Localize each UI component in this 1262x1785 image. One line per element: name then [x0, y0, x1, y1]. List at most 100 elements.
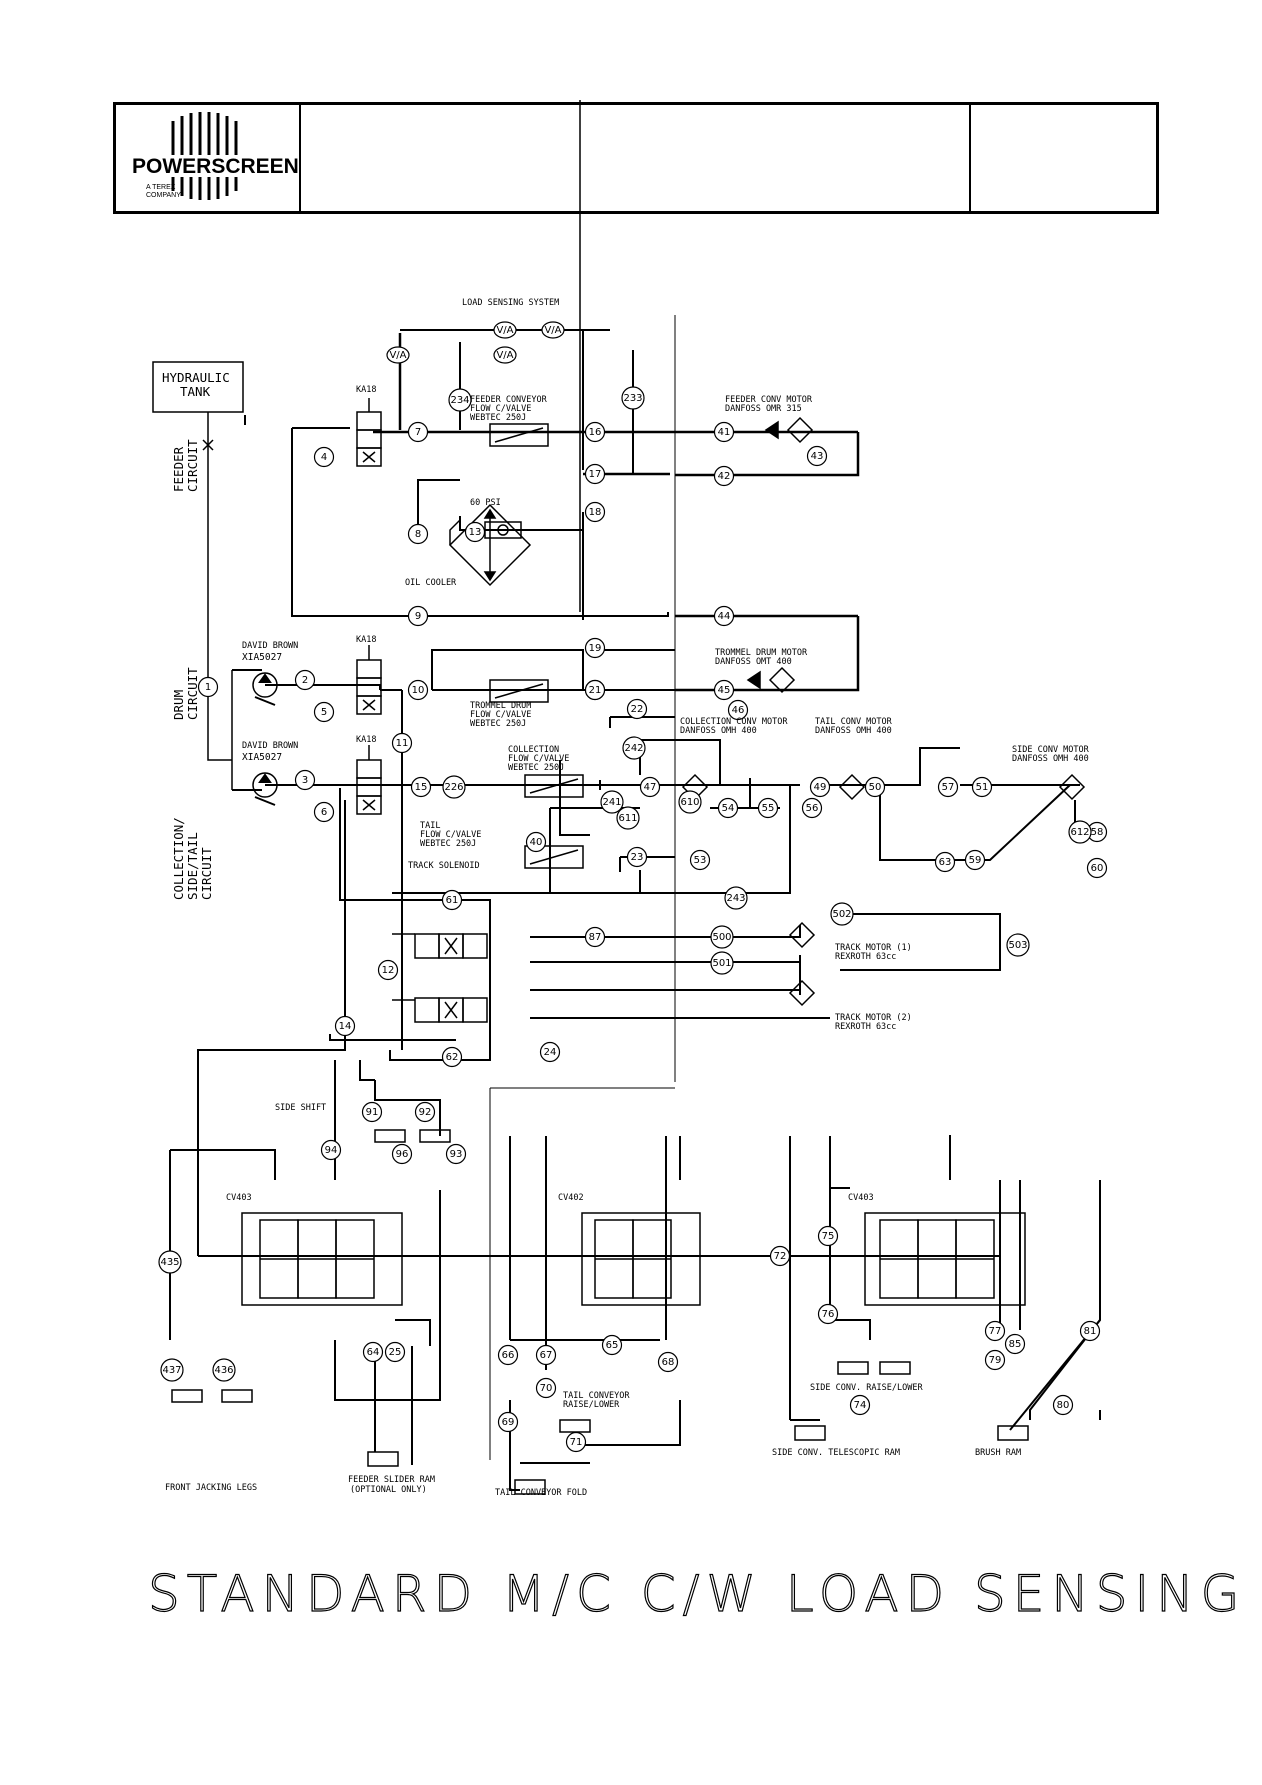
circle-label-94: 94: [325, 1145, 338, 1156]
circle-marker-17: [584, 463, 606, 485]
rams: [171, 1129, 1029, 1495]
ka18-valve-1: [356, 398, 382, 467]
circle-label-44: 44: [718, 611, 731, 622]
circle-label-47: 47: [644, 782, 657, 793]
circle-marker-436: [212, 1358, 236, 1382]
circle-label-81: 81: [1084, 1326, 1097, 1337]
label-feeder-circuit-1: FEEDER: [171, 446, 186, 492]
circle-marker-13: [464, 521, 486, 543]
label-collection-flow-3: WEBTEC 250J: [508, 763, 564, 773]
circle-label-19: 19: [589, 643, 602, 654]
label-tail-motor-1: TAIL CONV MOTOR: [815, 717, 893, 727]
label-collection-circuit-2: SIDE/TAIL: [185, 832, 200, 900]
label-pump2-model: XIA5027: [242, 752, 282, 763]
circle-marker-21: [584, 679, 606, 701]
circle-marker-66: [497, 1344, 519, 1366]
label-60psi: 60 PSI: [470, 498, 501, 508]
circle-marker-69: [497, 1411, 519, 1433]
label-front-jacking: FRONT JACKING LEGS: [165, 1483, 257, 1493]
circle-label-59: 59: [969, 855, 982, 866]
circle-label-64: 64: [367, 1347, 380, 1358]
label-feeder-motor-1: FEEDER CONV MOTOR: [725, 395, 813, 405]
circle-marker-85: [1004, 1333, 1026, 1355]
label-tail-raise-2: RAISE/LOWER: [563, 1400, 620, 1410]
circle-label-243: 243: [726, 893, 745, 904]
circle-label-4: 4: [321, 452, 327, 463]
label-tail-motor-2: DANFOSS OMH 400: [815, 726, 892, 736]
circle-marker-15: [410, 776, 432, 798]
circle-label-74: 74: [854, 1400, 867, 1411]
circle-label-68: 68: [662, 1357, 675, 1368]
label-tank-2: TANK: [180, 384, 211, 399]
label-ka18-1: KA18: [356, 385, 376, 395]
circle-label-435: 435: [160, 1257, 179, 1268]
circle-marker-91: [361, 1101, 383, 1123]
circle-marker-47: [639, 776, 661, 798]
circle-label-43: 43: [811, 451, 824, 462]
circle-label-72: 72: [774, 1251, 787, 1262]
label-ka18-3: KA18: [356, 735, 376, 745]
circle-label-85: 85: [1009, 1339, 1022, 1350]
circle-marker-243: [724, 886, 748, 910]
label-ka18-2: KA18: [356, 635, 376, 645]
label-load-sensing: LOAD SENSING SYSTEM: [462, 298, 559, 308]
ka18-valve-2: [356, 645, 382, 715]
circle-label-13: 13: [469, 527, 482, 538]
circle-label-500: 500: [712, 932, 731, 943]
circle-marker-437: [160, 1358, 184, 1382]
va-label-1: V/A: [496, 325, 513, 336]
circle-label-51: 51: [976, 782, 989, 793]
circle-marker-1: [197, 676, 219, 698]
circle-marker-74: [849, 1394, 871, 1416]
label-tail-flow-3: WEBTEC 250J: [420, 839, 476, 849]
label-collection-circuit-1: COLLECTION/: [171, 817, 186, 900]
label-feeder-slider-2: (OPTIONAL ONLY): [350, 1485, 427, 1495]
circle-label-57: 57: [942, 782, 955, 793]
circle-label-612: 612: [1070, 827, 1089, 838]
label-drum-circuit-2: CIRCUIT: [185, 667, 200, 720]
circle-marker-68: [657, 1351, 679, 1373]
label-side-tele: SIDE CONV. TELESCOPIC RAM: [772, 1448, 900, 1458]
label-tail-flow-2: FLOW C/VALVE: [420, 830, 481, 840]
circle-label-41: 41: [718, 427, 731, 438]
circle-label-17: 17: [589, 469, 602, 480]
feeder-flow-valve: [489, 423, 549, 447]
circle-marker-435: [158, 1250, 182, 1274]
label-tail-flow-1: TAIL: [420, 821, 440, 831]
va-marker-0: [386, 346, 410, 364]
label-feeder-flow-1: FEEDER CONVEYOR: [470, 395, 548, 405]
circle-label-10: 10: [412, 685, 425, 696]
circle-marker-4: [313, 446, 335, 468]
label-collection-flow-1: COLLECTION: [508, 745, 559, 755]
circle-marker-53: [689, 849, 711, 871]
logo-sub-1: A TEREX: [146, 184, 176, 191]
label-side-raise: SIDE CONV. RAISE/LOWER: [810, 1383, 923, 1393]
label-track-solenoid: TRACK SOLENOID: [408, 861, 480, 871]
circle-label-71: 71: [570, 1437, 583, 1448]
label-pump1-model: XIA5027: [242, 652, 282, 663]
circle-label-56: 56: [806, 803, 819, 814]
label-feeder-slider-1: FEEDER SLIDER RAM: [348, 1475, 435, 1485]
title-middle-cell: [301, 105, 971, 211]
label-side-motor-2: DANFOSS OMH 400: [1012, 754, 1089, 764]
circle-marker-610: [678, 790, 702, 814]
label-cv402: CV402: [558, 1193, 584, 1203]
circle-marker-46: [727, 699, 749, 721]
logo-wordmark: POWERSCREEN: [132, 155, 299, 178]
circle-marker-44: [713, 605, 735, 627]
va-marker-2: [493, 346, 517, 364]
label-collection-flow-2: FLOW C/VALVE: [508, 754, 569, 764]
circle-label-79: 79: [989, 1355, 1002, 1366]
va-label-2: V/A: [496, 350, 513, 361]
circle-label-42: 42: [718, 471, 731, 482]
circle-label-503: 503: [1008, 940, 1027, 951]
circle-marker-67: [535, 1344, 557, 1366]
circle-marker-40: [525, 831, 547, 853]
circle-label-18: 18: [589, 507, 602, 518]
circle-marker-59: [964, 849, 986, 871]
label-tank-1: HYDRAULIC: [162, 370, 230, 385]
circle-marker-94: [320, 1139, 342, 1161]
label-feeder-circuit-2: CIRCUIT: [185, 439, 200, 492]
circle-marker-502: [830, 902, 854, 926]
circle-marker-76: [817, 1303, 839, 1325]
